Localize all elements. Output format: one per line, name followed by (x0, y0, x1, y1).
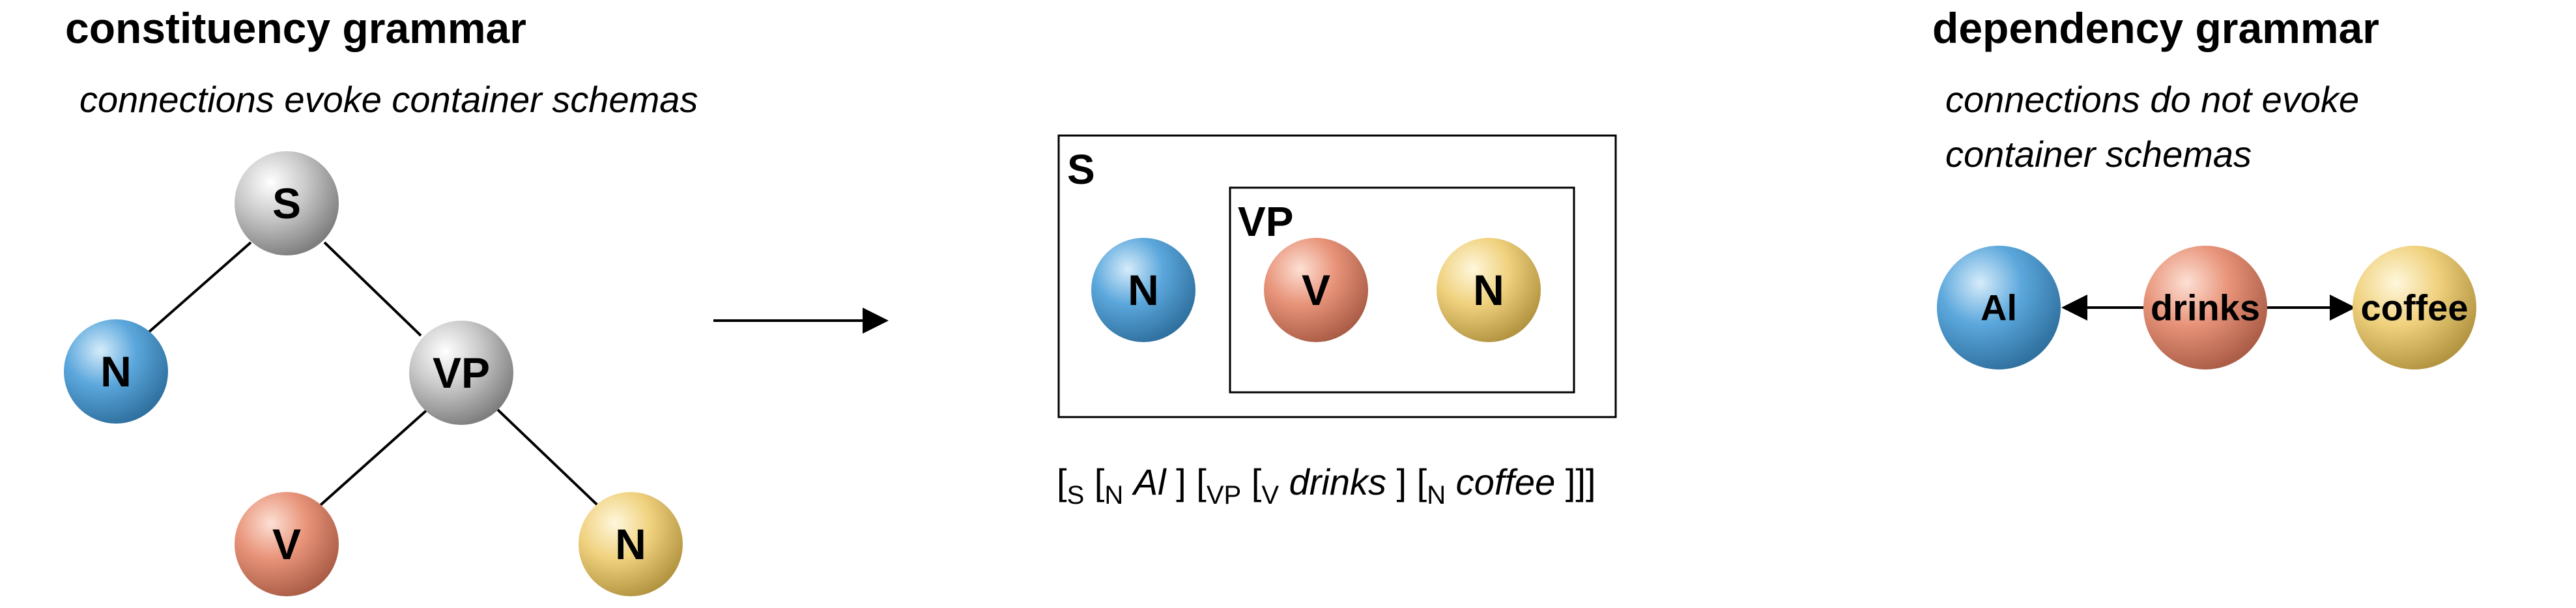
bracket-open-1: [ (1057, 461, 1067, 502)
container-node-n-label: N (1128, 266, 1159, 314)
bracket-label-n2: N (1427, 481, 1446, 510)
dependency-node-al: Al (1937, 246, 2061, 369)
bracket-label-s: S (1066, 481, 1085, 510)
edge-vp-n (494, 406, 599, 506)
container-node-v: V (1264, 238, 1368, 342)
bracket-label-vp: VP (1206, 481, 1242, 510)
constituency-grammar-subtitle: connections evoke container schemas (79, 79, 698, 120)
bracket-close-3: ]]] (1555, 461, 1596, 502)
tree-node-vp: VP (409, 321, 513, 425)
bracket-close-2: ] [ (1386, 461, 1427, 502)
edge-s-n (147, 241, 252, 334)
bracket-label-v: V (1261, 481, 1280, 510)
dependency-grammar-subtitle-line1: connections do not evoke (1945, 79, 2360, 120)
tree-node-v: V (235, 492, 339, 596)
tree-node-n: N (64, 319, 168, 424)
dependency-grammar-title: dependency grammar (1932, 4, 2379, 52)
tree-node-n2-label: N (615, 520, 646, 568)
bracket-open-2: [ (1084, 461, 1105, 502)
tree-node-s-label: S (272, 179, 301, 227)
bracket-label-n1: N (1104, 481, 1124, 510)
inner-container-vp (1229, 186, 1575, 394)
edge-vp-v (319, 406, 431, 506)
container-node-n: N (1091, 238, 1195, 342)
tree-node-vp-label: VP (433, 349, 490, 397)
bracket-word-al: Al (1133, 461, 1166, 502)
dependency-node-coffee-label: coffee (2361, 287, 2469, 328)
bracket-close-1: ] [ (1166, 461, 1207, 502)
tree-node-v-label: V (272, 520, 301, 568)
dependency-node-drinks: drinks (2143, 246, 2267, 369)
outer-container-s (1057, 134, 1617, 418)
inner-container-label: VP (1238, 198, 1293, 245)
tree-node-s: S (235, 151, 339, 255)
constituency-grammar-title: constituency grammar (65, 4, 526, 52)
dependency-node-al-label: Al (1981, 287, 2017, 328)
dependency-grammar-subtitle-line2: container schemas (1945, 134, 2252, 175)
container-node-n2-label: N (1473, 266, 1504, 314)
bracket-open-3: [ (1241, 461, 1262, 502)
edge-s-vp (323, 241, 422, 337)
bracket-notation: [S [N Al ] [VP [V drinks ] [N coffee ]]] (1057, 461, 1596, 510)
dependency-node-coffee: coffee (2353, 246, 2476, 369)
bracket-word-drinks: drinks (1289, 461, 1386, 502)
dependency-node-drinks-label: drinks (2151, 287, 2260, 328)
tree-node-n-label: N (100, 347, 132, 396)
bracket-word-coffee: coffee (1455, 461, 1556, 502)
container-node-v-label: V (1302, 266, 1330, 314)
tree-node-n2: N (579, 492, 683, 596)
container-node-n2: N (1437, 238, 1541, 342)
outer-container-label: S (1067, 146, 1095, 193)
